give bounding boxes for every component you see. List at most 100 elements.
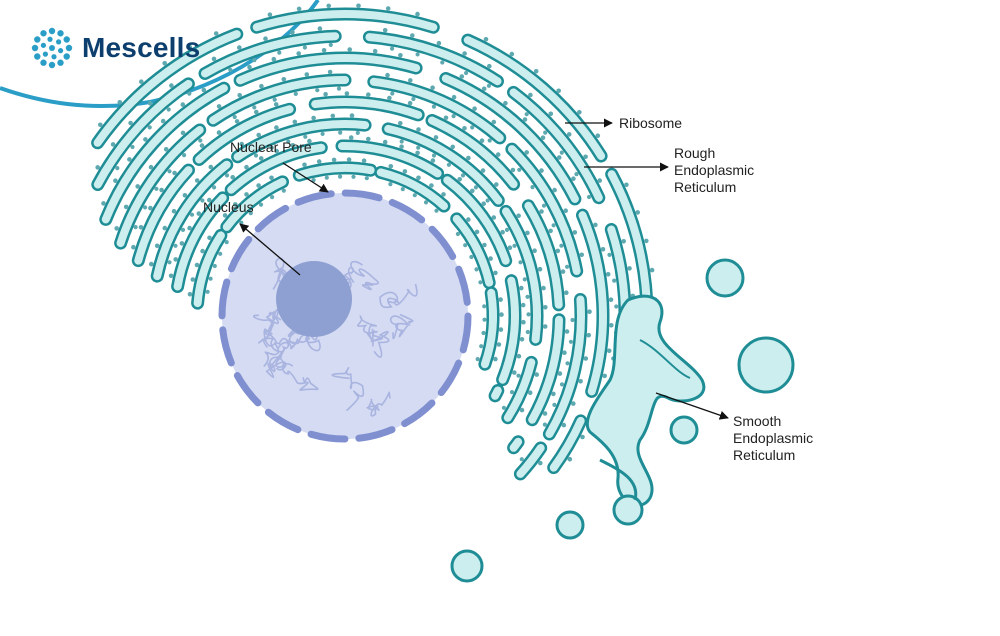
- ribosome-dot: [230, 175, 235, 180]
- smooth-er-vesicle: [612, 494, 644, 526]
- ribosome-dot: [487, 138, 492, 143]
- ribosome-dot: [495, 152, 501, 157]
- ribosome-dot: [187, 91, 192, 96]
- ribosome-dot: [166, 107, 171, 112]
- ribosome-dot: [234, 119, 240, 124]
- logo-dot: [31, 44, 39, 52]
- ribosome-dot: [218, 251, 223, 256]
- ribosome-dot: [586, 194, 592, 200]
- ribosome-dot: [482, 304, 487, 309]
- nuclear-envelope: [218, 189, 472, 443]
- ribosome-dot: [570, 317, 575, 323]
- ribosome-dot: [162, 60, 167, 66]
- ribosome-dot: [494, 182, 499, 187]
- chromatin-strand: [331, 367, 365, 412]
- logo-dot: [48, 61, 56, 69]
- ribosome-dot: [551, 223, 556, 228]
- ribosome-dot: [504, 227, 510, 232]
- ribosome-dot: [400, 187, 405, 192]
- ribosome-dot: [239, 141, 244, 147]
- ribosome-dot: [597, 178, 602, 183]
- ribosome-dot: [539, 209, 544, 214]
- ribosome-dot: [253, 153, 259, 158]
- ribosome-dot: [382, 28, 388, 33]
- ribosome-dot: [317, 26, 323, 31]
- ribosome-dot: [244, 164, 249, 170]
- ribosome-dot: [607, 252, 612, 257]
- ribosome-dot: [474, 267, 479, 272]
- ribosome-dot: [364, 176, 369, 181]
- ribosome-dot: [538, 460, 543, 466]
- nucleolus: [276, 261, 352, 337]
- ribosome-dot: [649, 267, 655, 273]
- ribosome-dot: [390, 91, 395, 96]
- ribosome-dot: [407, 100, 413, 106]
- ribosome-dot: [559, 243, 564, 248]
- rough-er-cisterna: [545, 295, 585, 438]
- ribosome-dot: [416, 145, 421, 150]
- ribosome-dot: [460, 173, 466, 178]
- ribosome-dot: [482, 242, 487, 248]
- ribosome-dot: [133, 225, 138, 230]
- ribosome-dot: [180, 227, 186, 232]
- ribosome-dot: [139, 79, 144, 84]
- ribosome-dot: [259, 83, 264, 89]
- ribosome-dot: [143, 205, 148, 210]
- ribosome-dot: [614, 304, 619, 309]
- ribosome-dot: [415, 52, 420, 57]
- ribosome-dot: [493, 356, 498, 362]
- rough-er-group: [91, 3, 658, 481]
- ribosome-dot: [479, 344, 484, 349]
- ribosome-dot: [567, 456, 573, 462]
- ribosome-dot: [566, 132, 572, 137]
- ribosome-dot: [269, 145, 274, 150]
- ribosome-dot: [516, 213, 521, 219]
- nuclear-pore-label: Nuclear Pore: [230, 139, 312, 155]
- ribosome-dot: [446, 162, 451, 167]
- ribosome-dot: [429, 183, 434, 188]
- ribosome-dot: [542, 422, 548, 427]
- ribosome-dot: [609, 323, 614, 328]
- smooth-er-vesicle: [705, 258, 745, 298]
- smooth-er-arrow: [655, 392, 729, 420]
- ribosome-dot: [271, 56, 277, 62]
- ribosome-dot: [233, 202, 238, 207]
- ribosome-dot: [388, 164, 394, 169]
- ribosome-dot: [543, 305, 548, 310]
- ribosome-dot: [182, 153, 187, 158]
- ribosome-dot: [252, 58, 257, 63]
- ribosome-dot: [149, 261, 154, 267]
- rough-er-cisterna: [227, 143, 326, 194]
- ribosome-dot: [182, 193, 188, 198]
- ribosome-dot: [356, 3, 361, 9]
- ribosome-dot: [98, 122, 103, 128]
- ribosome-dot: [542, 411, 548, 416]
- ribosome-dot: [537, 266, 543, 272]
- ribosome-dot: [527, 390, 533, 396]
- ribosome-dot: [498, 297, 503, 302]
- ribosome-dot: [327, 69, 333, 75]
- ribosome-dot: [200, 198, 205, 203]
- ribosome-dot: [216, 104, 222, 109]
- ribosome-dot: [433, 135, 439, 140]
- ribosome-dot: [355, 130, 360, 135]
- ribosome-dot: [346, 157, 352, 162]
- rough-er-cisterna: [153, 160, 231, 281]
- ribosome-dot: [481, 330, 486, 336]
- rough-er-cisterna: [236, 54, 421, 85]
- ribosome-dot: [519, 337, 525, 342]
- ribosome-dot: [530, 185, 535, 190]
- ribosome-dot: [510, 167, 516, 173]
- ribosome-dot: [408, 78, 413, 83]
- smooth-er-tubule: [599, 458, 638, 501]
- ribosome-dot: [168, 273, 174, 279]
- rough-er-cisterna: [193, 231, 225, 308]
- ribosome-dot: [167, 260, 172, 265]
- ribosome-dot: [572, 230, 578, 235]
- header-swoosh: [0, 0, 318, 107]
- ribosome-dot: [517, 167, 522, 172]
- chromatin-strand: [370, 328, 390, 358]
- rough-er-cisterna: [365, 33, 502, 86]
- rough-er-cisterna: [101, 84, 228, 224]
